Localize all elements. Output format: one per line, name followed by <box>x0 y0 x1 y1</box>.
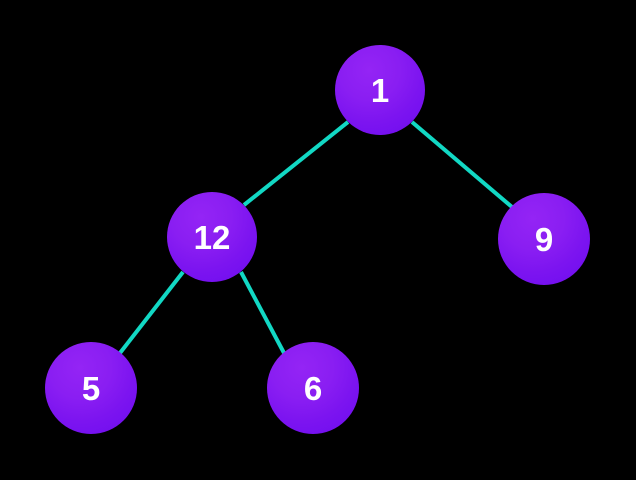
tree-node[interactable]: 12 <box>167 192 257 282</box>
tree-edge <box>239 271 286 354</box>
tree-edge <box>118 270 185 355</box>
tree-node[interactable]: 6 <box>267 342 359 434</box>
tree-edge <box>410 120 514 209</box>
tree-node[interactable]: 1 <box>335 45 425 135</box>
tree-node-label: 5 <box>81 369 101 407</box>
tree-node-label: 12 <box>193 218 231 256</box>
tree-node-label: 9 <box>534 220 554 258</box>
tree-node[interactable]: 5 <box>45 342 137 434</box>
tree-node-label: 6 <box>303 369 323 407</box>
tree-node[interactable]: 9 <box>498 193 590 285</box>
tree-node-label: 1 <box>370 71 390 109</box>
tree-edge <box>242 120 350 207</box>
